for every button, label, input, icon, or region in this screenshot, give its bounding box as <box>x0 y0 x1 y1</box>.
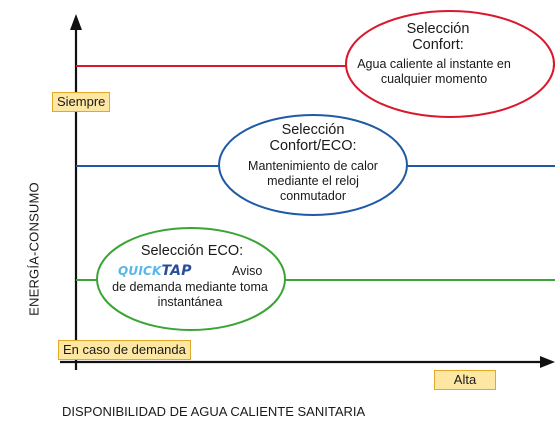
eco-title: Selección ECO: <box>140 243 244 259</box>
ellipse-confort-eco <box>218 114 408 216</box>
confort-description: Agua caliente al instante en cualquier m… <box>357 57 511 86</box>
confort-eco-title: Selección Confort/ECO: <box>269 122 357 154</box>
tag-en-caso-de-demanda: En caso de demanda <box>58 340 191 360</box>
confort-eco-description: Mantenimiento de calor mediante el reloj… <box>248 159 378 203</box>
y-axis-label: ENERGÍA-CONSUMO <box>26 182 42 316</box>
x-axis-arrow <box>540 356 555 368</box>
confort-title: Selección Confort: <box>406 21 470 53</box>
tag-alta: Alta <box>434 370 496 390</box>
quicktap-logo: QUICKTAP <box>118 263 192 279</box>
ellipse-confort <box>345 10 555 118</box>
x-axis-label: DISPONIBILIDAD DE AGUA CALIENTE SANITARI… <box>62 404 366 419</box>
eco-description-lead: Aviso <box>232 264 263 278</box>
eco-description: de demanda mediante toma instantánea <box>112 280 268 309</box>
tag-siempre: Siempre <box>52 92 111 112</box>
ellipse-eco <box>96 227 286 331</box>
y-axis-arrow <box>70 14 82 30</box>
